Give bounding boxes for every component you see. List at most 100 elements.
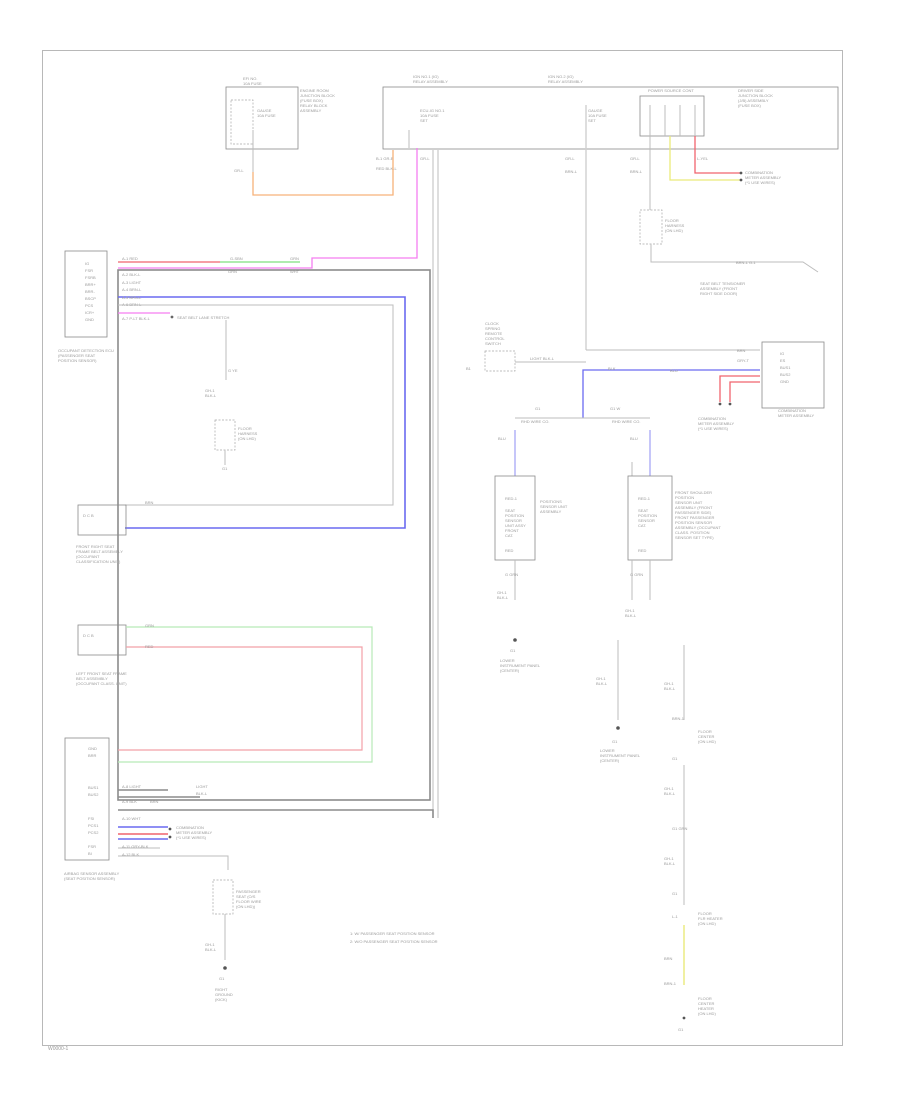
svg-text:SENSOR: SENSOR [505, 518, 522, 523]
svg-text:GH-1: GH-1 [664, 856, 674, 861]
svg-text:FSI: FSI [88, 816, 94, 821]
svg-text:ASSEMBLY (FRONT: ASSEMBLY (FRONT [675, 505, 713, 510]
svg-text:RHD WIRE CO.: RHD WIRE CO. [521, 419, 549, 424]
svg-text:BLK-L: BLK-L [497, 595, 509, 600]
svg-text:HARNESS: HARNESS [665, 223, 685, 228]
svg-text:FLOOR: FLOOR [698, 729, 712, 734]
svg-text:BLU: BLU [498, 436, 506, 441]
svg-text:GH-1: GH-1 [205, 388, 215, 393]
svg-text:L-1: L-1 [672, 914, 679, 919]
svg-text:A-9 BLK: A-9 BLK [122, 799, 137, 804]
svg-text:POSITIONS: POSITIONS [540, 499, 562, 504]
svg-text:FSR: FSR [85, 268, 93, 273]
diagram-frame [42, 50, 843, 1046]
svg-text:G1 W: G1 W [610, 406, 620, 411]
svg-text:B1: B1 [466, 366, 472, 371]
svg-text:BLK-L: BLK-L [625, 613, 637, 618]
svg-text:BLK-L: BLK-L [664, 791, 676, 796]
footer-code: W0000-1 [48, 1046, 69, 1052]
occupant-ecu: IG FSR FSRB BRR+ BRR- BSCP PCS ICR+ GND … [58, 250, 114, 363]
svg-text:GAUGE: GAUGE [588, 108, 603, 113]
svg-text:G GRN: G GRN [630, 572, 643, 577]
svg-text:SENSOR SET TYPE): SENSOR SET TYPE) [675, 535, 714, 540]
svg-text:10A FUSE: 10A FUSE [588, 113, 607, 118]
svg-text:POSITION: POSITION [675, 495, 694, 500]
svg-text:GH-1: GH-1 [664, 786, 674, 791]
svg-text:BRN-L: BRN-L [565, 169, 578, 174]
seat-tensioner-right: BLU RED-1 SEAT POSITION SENSOR CAT. RED … [596, 430, 721, 763]
svg-text:FRAME BELT ASSEMBLY: FRAME BELT ASSEMBLY [76, 549, 123, 554]
svg-text:JUNCTION BLOCK: JUNCTION BLOCK [738, 93, 773, 98]
svg-text:POSITION: POSITION [638, 513, 657, 518]
svg-text:UNIT ASSY: UNIT ASSY [505, 523, 526, 528]
svg-text:FSR: FSR [88, 844, 96, 849]
svg-text:BRN: BRN [664, 956, 673, 961]
svg-text:POWER SOURCE CONT: POWER SOURCE CONT [648, 88, 694, 93]
svg-text:LOWER: LOWER [600, 748, 615, 753]
svg-text:RHD WIRE CO.: RHD WIRE CO. [612, 419, 640, 424]
svg-text:(SEAT POSITION SENSOR): (SEAT POSITION SENSOR) [64, 876, 116, 881]
svg-text:DRIVER SIDE: DRIVER SIDE [738, 88, 764, 93]
svg-text:METER ASSEMBLY: METER ASSEMBLY [698, 421, 734, 426]
svg-text:A-12 BLK: A-12 BLK [122, 852, 139, 857]
svg-text:BLU: BLU [670, 368, 678, 373]
left-front-seat-sensor: D C B LEFT FRONT SEAT FRAME BELT ASSEMBL… [76, 623, 373, 763]
svg-text:ES: ES [780, 358, 786, 363]
svg-text:(ON LHD): (ON LHD) [698, 921, 716, 926]
svg-text:SEAT BELT LANE STRETCH: SEAT BELT LANE STRETCH [177, 315, 229, 320]
svg-text:A-4 BRN-L: A-4 BRN-L [122, 287, 142, 292]
combination-meter-block: BRN IG ES BUS1 BUS2 GND GRY-T BLK BLU CO… [582, 150, 825, 431]
svg-text:CLASS. POSITION: CLASS. POSITION [675, 530, 710, 535]
svg-text:GR-L: GR-L [234, 168, 244, 173]
svg-text:CENTER: CENTER [698, 1001, 715, 1006]
svg-text:IGN NO.1 (IG): IGN NO.1 (IG) [413, 74, 439, 79]
svg-text:ASSEMBLY (FRONT: ASSEMBLY (FRONT [700, 286, 738, 291]
svg-text:D C B: D C B [83, 513, 94, 518]
svg-text:ECU-IG NO.1: ECU-IG NO.1 [420, 108, 445, 113]
svg-text:METER ASSEMBLY: METER ASSEMBLY [745, 175, 781, 180]
svg-text:LIGHT: LIGHT [196, 784, 208, 789]
svg-text:(*1 USE WIRES): (*1 USE WIRES) [698, 426, 729, 431]
svg-text:(*1 USE WIRES): (*1 USE WIRES) [745, 180, 776, 185]
svg-text:RED-1: RED-1 [638, 496, 651, 501]
svg-text:GND: GND [780, 379, 789, 384]
svg-text:SWITCH: SWITCH [485, 341, 501, 346]
svg-text:SENSOR UNIT: SENSOR UNIT [540, 504, 568, 509]
svg-text:FLOOR: FLOOR [698, 996, 712, 1001]
legend-line-1: 1: W/ PASSENGER SEAT POSITION SENSOR [350, 931, 435, 936]
svg-text:IGN NO.2 (IG): IGN NO.2 (IG) [548, 74, 574, 79]
svg-text:A-10 WHT: A-10 WHT [122, 816, 141, 821]
svg-text:G1: G1 [612, 739, 618, 744]
svg-text:G1: G1 [510, 648, 516, 653]
svg-text:GROUND: GROUND [215, 992, 233, 997]
svg-text:GR-L: GR-L [565, 156, 575, 161]
svg-text:G1: G1 [672, 891, 678, 896]
svg-text:10A FUSE: 10A FUSE [420, 113, 439, 118]
svg-text:RIGHT SIDE DOOR): RIGHT SIDE DOOR) [700, 291, 738, 296]
svg-text:LOWER: LOWER [500, 658, 515, 663]
svg-text:IG: IG [780, 351, 784, 356]
svg-text:LEFT FRONT SEAT FRAME: LEFT FRONT SEAT FRAME [76, 671, 127, 676]
svg-text:GH-1: GH-1 [205, 942, 215, 947]
svg-text:CONTROL: CONTROL [485, 336, 505, 341]
svg-text:BLK-L: BLK-L [664, 686, 676, 691]
svg-text:GR-L: GR-L [420, 156, 430, 161]
svg-text:(CENTER): (CENTER) [600, 758, 620, 763]
svg-text:FRONT: FRONT [505, 528, 519, 533]
svg-text:(OCCUPANT: (OCCUPANT [76, 554, 100, 559]
svg-text:GND: GND [85, 317, 94, 322]
svg-text:CLASSIFICATION UNIT): CLASSIFICATION UNIT) [76, 559, 121, 564]
svg-text:SEAT BELT TENSIONER: SEAT BELT TENSIONER [700, 281, 745, 286]
svg-text:ASSEMBLY: ASSEMBLY [540, 509, 562, 514]
svg-text:(CENTER): (CENTER) [500, 668, 520, 673]
svg-text:A-2 BLK-L: A-2 BLK-L [122, 272, 141, 277]
top-wires: COMBINATION METER ASSEMBLY (*1 USE WIRES… [118, 136, 781, 818]
svg-text:POSITION SENSOR): POSITION SENSOR) [58, 358, 97, 363]
legend: 1: W/ PASSENGER SEAT POSITION SENSOR 2: … [350, 931, 438, 944]
svg-text:PCS2: PCS2 [88, 830, 99, 835]
svg-text:RED-1: RED-1 [505, 496, 518, 501]
svg-text:CENTER: CENTER [698, 734, 715, 739]
svg-text:GRN: GRN [228, 269, 237, 274]
svg-text:G1: G1 [672, 756, 678, 761]
